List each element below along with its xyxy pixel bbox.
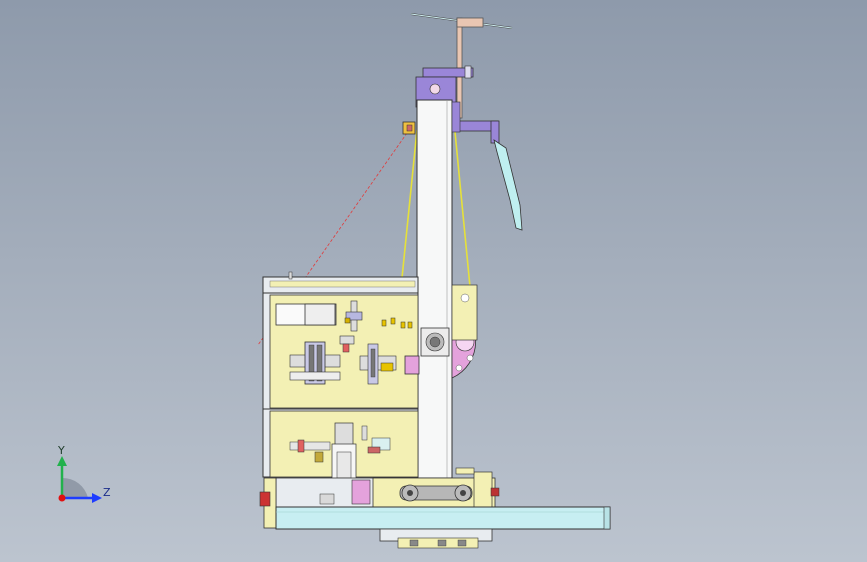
x-axis-dot [58,494,66,502]
panel-components-lower [289,422,391,485]
panel-components-upper [275,300,420,385]
axis-triad: Y Z [57,444,111,503]
z-axis-arrowhead [92,493,102,503]
z-axis-label: Z [103,486,111,499]
side-arm [451,120,523,231]
pole-clamp [402,121,416,135]
y-axis-arrowhead [57,456,67,466]
rotary-plate [420,284,478,379]
horizontal-beam [275,506,611,530]
vertical-column [416,99,461,479]
base-assembly [259,467,500,529]
undercarriage [379,528,493,549]
y-axis-label: Y [57,444,65,457]
